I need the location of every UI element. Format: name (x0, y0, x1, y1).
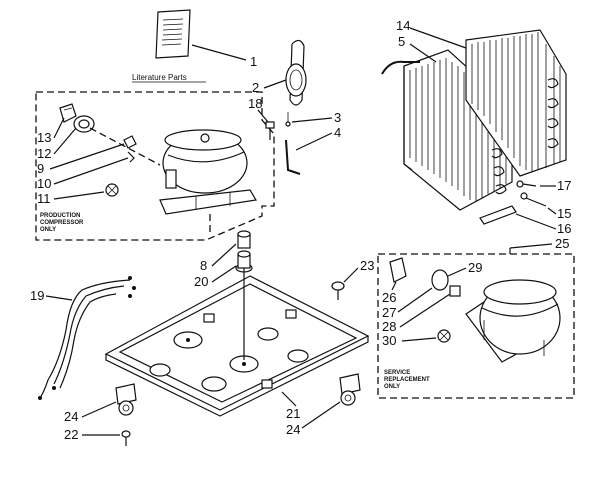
production-compressor-boundary (35, 91, 275, 241)
callout-8: 8 (200, 258, 207, 273)
callout-22: 22 (64, 427, 78, 442)
coil-inlet-tube[interactable] (381, 60, 420, 75)
grommet-8[interactable] (237, 230, 251, 249)
callout-20: 20 (194, 274, 208, 289)
evaporator-coil[interactable] (465, 29, 567, 195)
compressor-production[interactable] (159, 129, 257, 215)
screw-18[interactable] (265, 121, 275, 140)
callout-17: 17 (557, 178, 571, 193)
callout-18: 18 (248, 96, 262, 111)
terminal-cover-service[interactable] (389, 257, 407, 283)
callout-16: 16 (557, 221, 571, 236)
callout-30: 30 (382, 333, 396, 348)
production-note-line1: PRODUCTION (40, 213, 80, 219)
screw-15[interactable] (520, 192, 547, 207)
literature-label: Literature Parts (132, 73, 187, 82)
screw-22[interactable] (121, 430, 131, 446)
service-replacement-boundary (377, 253, 575, 399)
gasket-strip[interactable] (479, 205, 517, 225)
relay-service[interactable] (431, 269, 449, 291)
callout-14: 14 (396, 18, 410, 33)
callout-24-left: 24 (64, 409, 78, 424)
callout-5: 5 (398, 34, 405, 49)
compressor-service[interactable] (465, 279, 561, 363)
callout-15: 15 (557, 206, 571, 221)
callout-21: 21 (286, 406, 300, 421)
callout-28: 28 (382, 319, 396, 334)
callout-11: 11 (37, 191, 51, 206)
callout-9: 9 (37, 161, 44, 176)
callout-23: 23 (360, 258, 374, 273)
drier-tube[interactable] (285, 112, 301, 175)
grommet-20[interactable] (235, 250, 253, 273)
clip[interactable] (127, 151, 135, 163)
caster-right[interactable] (339, 373, 361, 406)
service-note-line2: REPLACEMENT (384, 377, 430, 383)
screw-23[interactable] (331, 281, 345, 300)
capillary-coil[interactable] (285, 39, 307, 106)
overload-service[interactable] (449, 285, 461, 297)
production-note-line2: COMPRESSOR (40, 220, 84, 226)
screw-17[interactable] (516, 180, 537, 188)
callout-10: 10 (37, 176, 51, 191)
production-note-line3: ONLY (40, 227, 56, 233)
callout-12: 12 (37, 146, 51, 161)
wiring-harness[interactable] (38, 276, 136, 400)
callout-13: 13 (37, 130, 51, 145)
callout-4: 4 (334, 125, 341, 140)
callout-24-right: 24 (286, 422, 300, 437)
callout-19: 19 (30, 288, 44, 303)
callout-3: 3 (334, 110, 341, 125)
relay[interactable] (73, 115, 95, 133)
service-note-line3: ONLY (384, 384, 400, 390)
callout-26: 26 (382, 290, 396, 305)
base-plate[interactable] (104, 275, 370, 417)
callout-25: 25 (555, 236, 569, 251)
terminal-cover[interactable] (59, 103, 77, 123)
callout-27: 27 (382, 305, 396, 320)
callout-1: 1 (250, 54, 257, 69)
overload-protector[interactable] (123, 135, 137, 149)
grommet-service[interactable] (437, 329, 451, 343)
literature-card[interactable] (155, 9, 191, 59)
service-note-line1: SERVICE (384, 370, 410, 376)
callout-2: 2 (252, 80, 259, 95)
grommet-screw[interactable] (105, 183, 119, 197)
caster-left[interactable] (115, 383, 137, 416)
callout-29: 29 (468, 260, 482, 275)
